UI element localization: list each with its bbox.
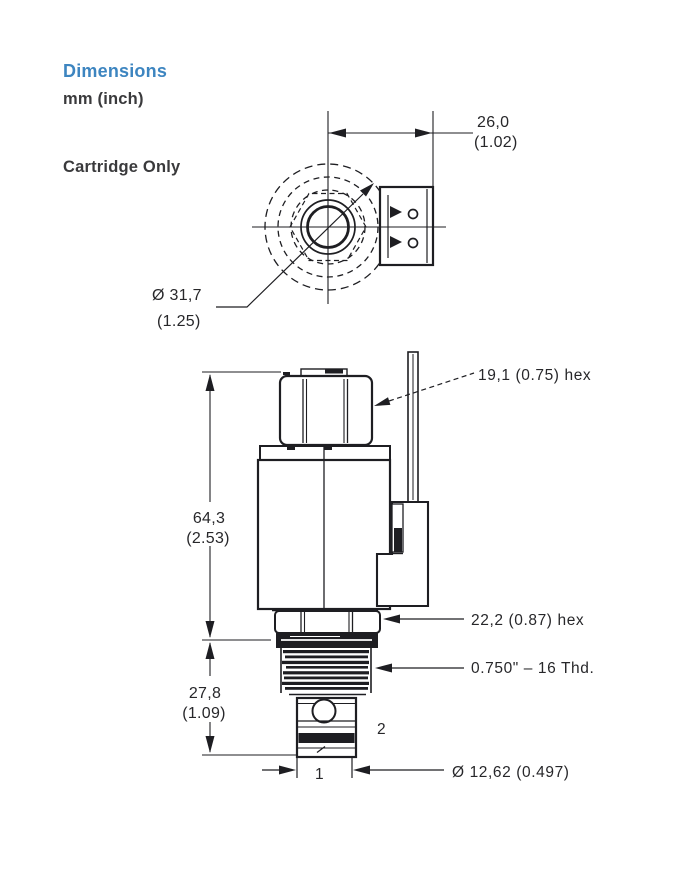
dimension-arrow-down xyxy=(205,621,215,638)
nose-seal-band xyxy=(298,733,355,743)
thread-crest xyxy=(285,655,368,659)
leader-arrow xyxy=(375,663,392,673)
thread-crest xyxy=(283,650,369,654)
units-label: mm (inch) xyxy=(63,90,144,108)
port-2-label: 2 xyxy=(377,721,386,738)
connector-housing xyxy=(375,500,430,608)
dimension-arrow-left xyxy=(353,765,370,775)
thread-crest xyxy=(285,687,368,690)
hex-cap-mark xyxy=(325,369,343,374)
dim-width-26: 26,0 (1.02) xyxy=(328,111,518,187)
coil-dia-mm: Ø 31,7 xyxy=(152,287,202,304)
flange-mark xyxy=(324,446,332,450)
terminal-hole xyxy=(407,208,419,220)
cartridge-nose xyxy=(295,696,358,759)
o-ring-band xyxy=(276,633,378,648)
coil-hex-nut xyxy=(278,368,374,447)
leader-line xyxy=(216,193,364,308)
thread-crest xyxy=(284,676,368,680)
connector-bracket-top xyxy=(378,185,435,267)
cross-drilled-port-hole xyxy=(311,698,337,724)
dim-height-64: 64,3 (2.53) xyxy=(186,371,281,638)
leader-arrow xyxy=(383,614,400,624)
dim-height-upper-inch: (2.53) xyxy=(186,530,230,547)
header: Dimensions mm (inch) Cartridge Only xyxy=(63,61,181,176)
dimension-arrow-up xyxy=(205,374,215,391)
dim-height-27: 27,8 (1.09) xyxy=(182,639,298,756)
label-coil-hex: 19,1 (0.75) hex xyxy=(374,367,591,406)
locknut-hex xyxy=(272,608,381,634)
port-1-label: 1 xyxy=(315,766,324,783)
bracket-notch xyxy=(390,206,402,218)
dim-nose-diameter: 1 Ø 12,62 (0.497) xyxy=(262,758,570,783)
label-locknut-hex: 22,2 (0.87) hex xyxy=(383,612,584,629)
dim-width-mm: 26,0 xyxy=(477,114,509,131)
hex-cap-mark xyxy=(283,372,290,375)
dim-height-lower-inch: (1.09) xyxy=(182,705,226,722)
coil-dia-inch: (1.25) xyxy=(157,313,201,330)
locknut-hex-label: 22,2 (0.87) hex xyxy=(471,612,584,629)
label-coil-diameter: Ø 31,7 (1.25) xyxy=(152,183,374,330)
nose-diameter-label: Ø 12,62 (0.497) xyxy=(452,764,570,781)
thread-crest xyxy=(286,666,368,669)
dim-width-inch: (1.02) xyxy=(474,134,518,151)
terminal-hole xyxy=(407,237,419,249)
dimension-arrow-right xyxy=(415,128,432,138)
thread-section xyxy=(280,648,372,696)
leader-line xyxy=(388,372,475,402)
leader-arrow xyxy=(360,183,374,197)
flange-mark xyxy=(287,446,295,450)
locknut-body xyxy=(274,610,381,634)
hex-body xyxy=(278,374,374,447)
dimension-arrow-up xyxy=(205,642,215,659)
dimension-arrow-down xyxy=(205,736,215,753)
dimension-arrow-right xyxy=(279,765,296,775)
bracket-outline xyxy=(378,185,435,267)
thread-crest xyxy=(282,681,369,685)
bracket-notch xyxy=(390,236,402,248)
page-title: Dimensions xyxy=(63,61,167,81)
coil-hex-label: 19,1 (0.75) hex xyxy=(478,367,591,384)
thread-crest xyxy=(283,671,369,675)
thread-crest xyxy=(282,660,369,665)
view-label: Cartridge Only xyxy=(63,158,181,176)
top-view: 26,0 (1.02) Ø 31,7 (1.25) xyxy=(152,111,518,330)
dim-height-upper-mm: 64,3 xyxy=(193,510,225,527)
nose-tick xyxy=(316,746,326,753)
label-thread: 0.750" – 16 Thd. xyxy=(375,660,594,677)
leader-arrow xyxy=(374,397,391,406)
blade-slot-fill xyxy=(394,528,402,552)
dimension-arrow-left xyxy=(329,128,346,138)
dim-height-lower-mm: 27,8 xyxy=(189,685,221,702)
thread-label: 0.750" – 16 Thd. xyxy=(471,660,594,677)
side-view: 2 64,3 (2.53) 27,8 (1.09) xyxy=(182,351,594,783)
